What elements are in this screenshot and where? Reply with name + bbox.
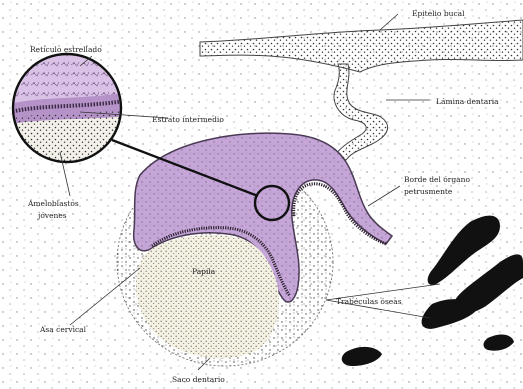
label-trabeculas-oseas: Trabéculas óseas: [336, 297, 402, 306]
label-reticulo-estrellado: Retículo estrellado: [30, 45, 102, 54]
label-lamina-dentaria: Lámina dentaria: [436, 97, 499, 106]
label-asa-cervical: Asa cervical: [39, 325, 87, 334]
label-borde-organo-2: petrusmente: [404, 187, 453, 196]
label-papila: Papila: [192, 267, 216, 276]
label-epitelio-bucal: Epitelio bucal: [412, 9, 465, 18]
label-estrato-intermedio: Estrato intermedio: [152, 115, 224, 124]
label-saco-dentario: Saco dentario: [172, 375, 225, 384]
label-ameloblastos-2: jóvenes: [37, 211, 67, 220]
label-borde-organo: Borde del órgano: [404, 175, 470, 184]
label-ameloblastos: Ameloblastos: [27, 199, 79, 208]
